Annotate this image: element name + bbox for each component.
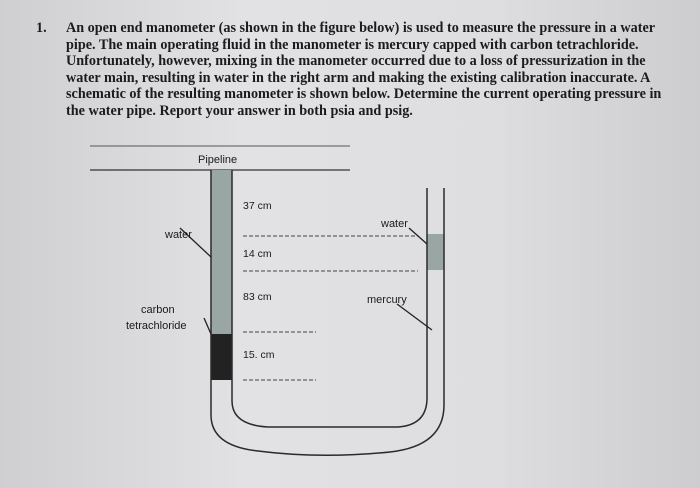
water-right-label: water — [380, 218, 408, 230]
carbon-label-line1: carbon — [141, 304, 175, 316]
dimension-label-1: 37 cm — [243, 200, 272, 212]
carbon-leader — [203, 317, 212, 335]
left-arm-ccl4-fill — [211, 334, 232, 380]
dimension-label-4: 15. cm — [243, 349, 275, 361]
manometer-tube-inner — [231, 170, 428, 428]
water-left-leader — [179, 227, 212, 258]
mercury-label: mercury — [367, 294, 407, 306]
pipeline-label: Pipeline — [198, 154, 237, 166]
water-right-leader — [408, 227, 428, 245]
mercury-leader — [396, 303, 433, 331]
manometer-tube-outer — [210, 170, 445, 456]
dimension-label-3: 83 cm — [243, 291, 272, 303]
problem-number: 1. — [36, 20, 47, 36]
left-arm-water-fill — [211, 170, 232, 334]
carbon-label-line2: tetrachloride — [126, 320, 187, 332]
problem-text: An open end manometer (as shown in the f… — [66, 20, 662, 119]
dimension-label-2: 14 cm — [243, 248, 272, 260]
right-arm-water-fill — [427, 234, 444, 270]
